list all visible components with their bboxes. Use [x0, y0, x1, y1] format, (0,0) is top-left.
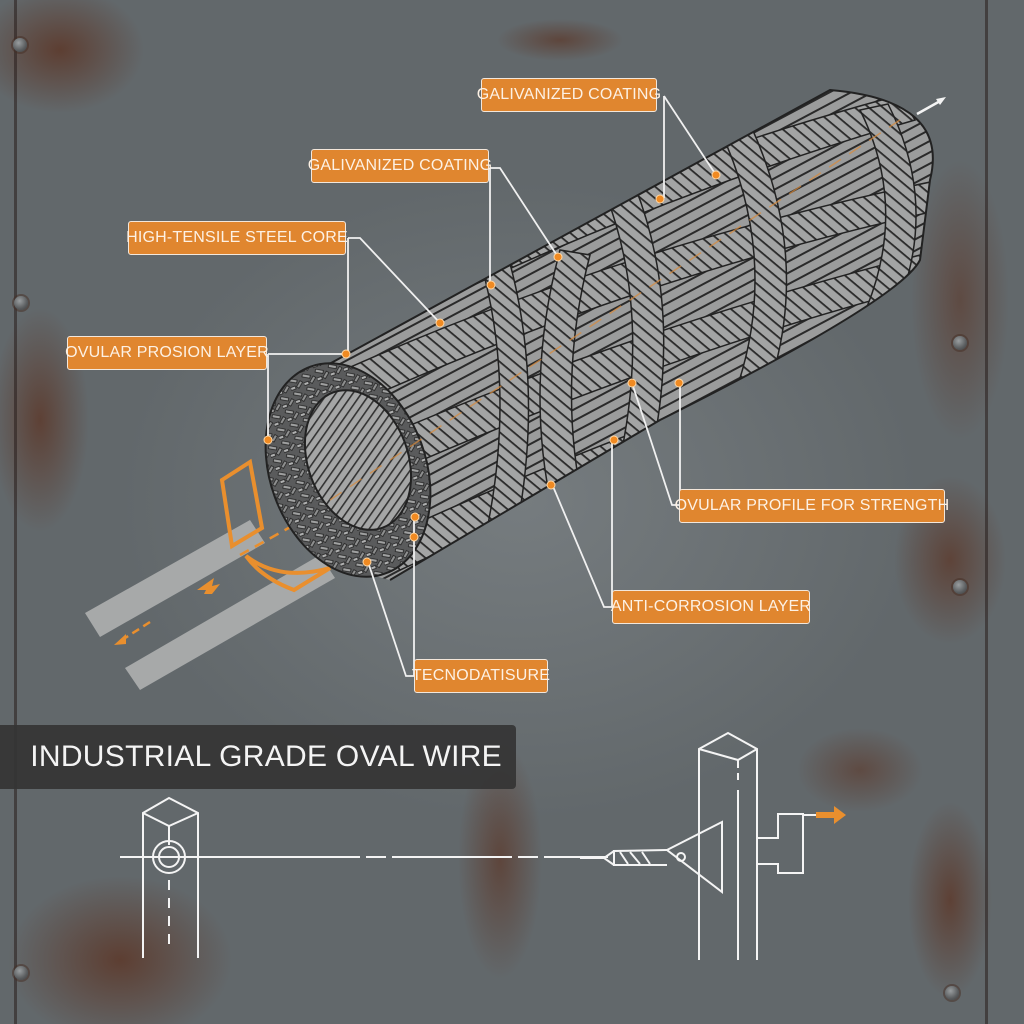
fence-post-left-icon: [120, 796, 608, 958]
callout-galvanized-coating-mid: GALIVANIZED COATING: [308, 149, 492, 183]
callout-label: OVULAR PROFILE FOR STRENGTH: [674, 497, 950, 514]
rivet-icon: [14, 296, 28, 310]
rivet-icon: [13, 38, 27, 52]
rivet-icon: [953, 336, 967, 350]
callout-anchor-dots: [263, 170, 721, 567]
rivet-icon: [14, 966, 28, 980]
callout-anti-corrosion-layer: ANTI-CORROSION LAYER: [610, 590, 812, 624]
callout-label: TECNODATISURE: [411, 667, 551, 684]
fence-post-right-icon: [580, 731, 816, 960]
tension-arrow-icon: [816, 806, 846, 824]
callout-label: GALIVANIZED COATING: [476, 86, 662, 103]
callout-tecnodatisure: TECNODATISURE: [411, 659, 551, 693]
callout-label: HIGH-TENSILE STEEL CORE: [126, 229, 348, 246]
title-banner: INDUSTRIAL GRADE OVAL WIRE: [0, 725, 516, 789]
callout-ovular-prosion-layer: OVULAR PROSION LAYER: [65, 336, 269, 370]
rivet-icon: [953, 580, 967, 594]
callout-high-tensile-steel-core: HIGH-TENSILE STEEL CORE: [126, 221, 348, 255]
callout-leader-lines: [267, 95, 717, 677]
callout-label: GALIVANIZED COATING: [307, 157, 493, 174]
callout-galvanized-coating-top: GALIVANIZED COATING: [477, 78, 661, 112]
panel-seam-left: [14, 0, 17, 1024]
callout-label: ANTI-CORROSION LAYER: [610, 598, 812, 615]
callout-label: OVULAR PROSION LAYER: [65, 344, 269, 361]
panel-seam-right: [985, 0, 988, 1024]
pointer-arrow-icon: [916, 97, 946, 116]
rivet-icon: [945, 986, 959, 1000]
page-title: INDUSTRIAL GRADE OVAL WIRE: [30, 740, 502, 773]
oval-wire-cable: [264, 88, 934, 581]
callout-ovular-profile-strength: OVULAR PROFILE FOR STRENGTH: [675, 489, 949, 523]
